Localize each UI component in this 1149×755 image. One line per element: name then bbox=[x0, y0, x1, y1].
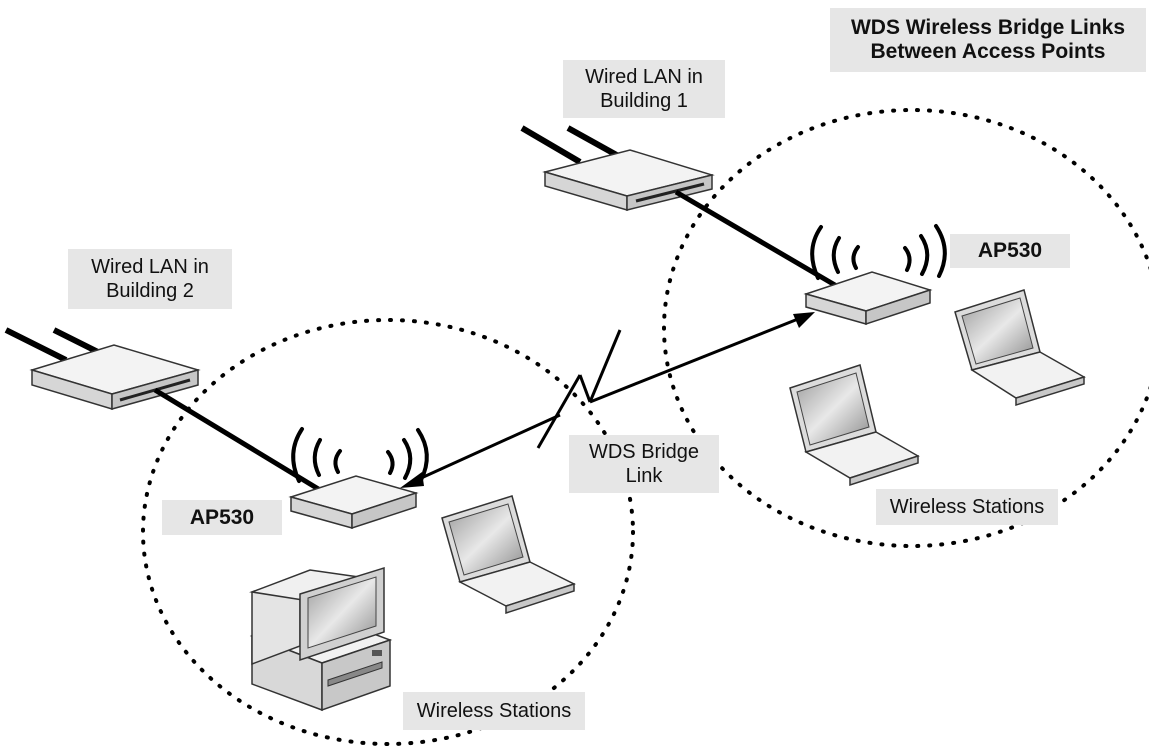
arrow-head-left bbox=[400, 472, 424, 488]
wired-link-building-2 bbox=[153, 387, 322, 493]
coverage-area-right bbox=[662, 108, 1149, 548]
access-point-icon bbox=[288, 475, 419, 530]
radio-waves-icon bbox=[291, 427, 429, 483]
label-line-1: Wired LAN in bbox=[91, 256, 209, 278]
title-line-1: WDS Wireless Bridge Links bbox=[850, 16, 1126, 39]
title-line-2: Between Access Points bbox=[870, 40, 1106, 63]
stations-label: Wireless Stations bbox=[889, 496, 1045, 518]
access-point-icon bbox=[803, 271, 933, 326]
label-line-1: Wired LAN in bbox=[585, 66, 703, 88]
ap-name: AP530 bbox=[189, 505, 255, 529]
label-wireless-stations-left: Wireless Stations bbox=[403, 692, 585, 730]
label-wired-lan-building-1: Wired LAN in Building 1 bbox=[563, 60, 725, 118]
desktop-computer-icon bbox=[249, 566, 393, 712]
label-line-2: Link bbox=[625, 465, 663, 487]
diagram-title: WDS Wireless Bridge Links Between Access… bbox=[830, 8, 1146, 72]
laptop-icon bbox=[789, 364, 920, 487]
radio-waves-icon bbox=[810, 224, 947, 280]
label-wds-bridge-link: WDS Bridge Link bbox=[569, 435, 719, 493]
switch-icon bbox=[4, 327, 201, 411]
label-wired-lan-building-2: Wired LAN in Building 2 bbox=[68, 249, 232, 309]
switch-icon bbox=[520, 125, 715, 212]
stations-label: Wireless Stations bbox=[416, 700, 572, 722]
label-ap-left: AP530 bbox=[162, 500, 282, 535]
laptop-icon bbox=[441, 495, 576, 615]
ap-name: AP530 bbox=[977, 239, 1043, 262]
arrow-head-right bbox=[793, 312, 815, 328]
label-ap-right: AP530 bbox=[950, 234, 1070, 268]
label-line-2: Building 1 bbox=[600, 90, 688, 112]
label-line-1: WDS Bridge bbox=[588, 441, 700, 463]
wds-bridge-link bbox=[400, 312, 815, 488]
wired-link-building-1 bbox=[674, 189, 842, 291]
laptop-icon bbox=[954, 289, 1086, 407]
label-wireless-stations-right: Wireless Stations bbox=[876, 489, 1058, 525]
label-line-2: Building 2 bbox=[106, 280, 194, 302]
coverage-area-left bbox=[141, 318, 635, 746]
